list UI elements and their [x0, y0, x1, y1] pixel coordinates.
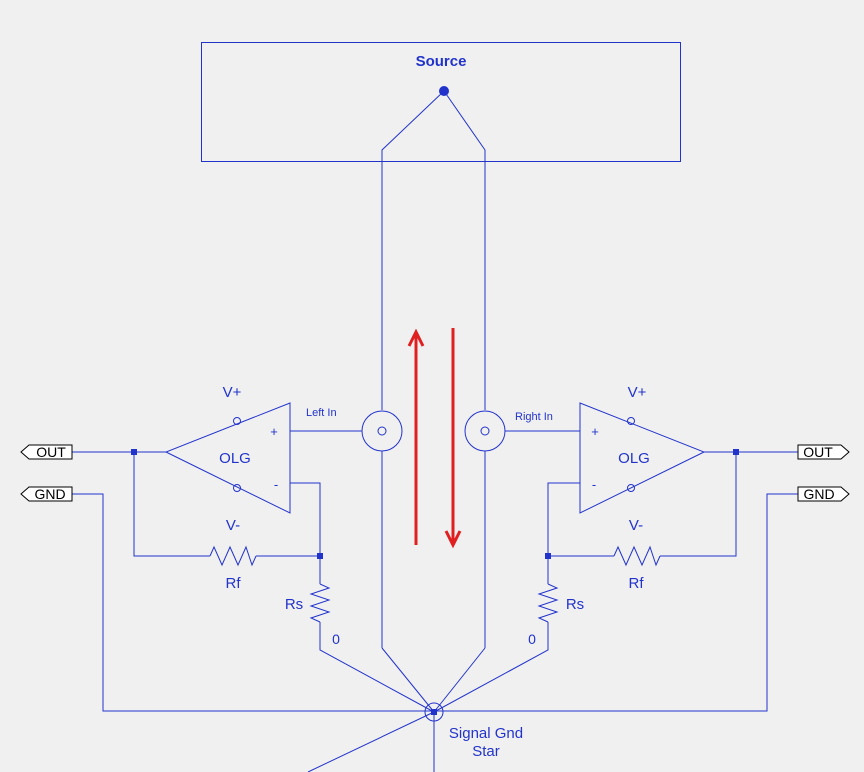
- current-arrow-down: [444, 328, 462, 549]
- source-right-lead: [443, 90, 486, 410]
- right-output-node: [733, 449, 739, 455]
- right-feedback-node: [545, 553, 551, 559]
- left-gnd-port-label: GND: [34, 486, 65, 502]
- right-out-port-label: OUT: [803, 444, 833, 460]
- left-ground-node-label: 0: [332, 631, 340, 647]
- left-vplus-pin: [233, 417, 241, 425]
- right-opamp[interactable]: OLG + -: [579, 402, 706, 514]
- right-out-port[interactable]: OUT: [797, 444, 850, 460]
- left-out-port[interactable]: OUT: [20, 444, 73, 460]
- source-block[interactable]: Source: [201, 42, 681, 411]
- right-opamp-minus: -: [592, 477, 596, 492]
- left-opamp[interactable]: OLG + -: [164, 402, 291, 514]
- right-rs-label: Rs: [566, 596, 584, 613]
- left-opamp-body: [164, 402, 291, 514]
- right-opamp-label: OLG: [618, 450, 650, 467]
- left-rf-resistor[interactable]: [209, 545, 257, 567]
- right-rs-resistor[interactable]: [537, 583, 559, 623]
- left-gnd-port[interactable]: GND: [20, 486, 73, 502]
- right-opamp-plus: +: [591, 424, 599, 439]
- star-label-line2: Star: [472, 743, 500, 760]
- source-left-lead: [381, 90, 445, 410]
- left-opamp-label: OLG: [219, 450, 251, 467]
- left-rs-resistor[interactable]: [309, 583, 331, 623]
- left-out-port-label: OUT: [36, 444, 66, 460]
- left-in-label: Left In: [306, 407, 337, 419]
- right-wiring: [433, 430, 798, 713]
- right-rf-label: Rf: [629, 575, 645, 592]
- left-vminus-pin: [233, 484, 241, 492]
- right-in-label: Right In: [515, 411, 553, 423]
- source-label: Source: [416, 53, 467, 70]
- star-label-line1: Signal Gnd: [449, 725, 523, 742]
- source-box: [201, 42, 681, 162]
- left-opamp-plus: +: [270, 424, 278, 439]
- left-wiring: [72, 430, 435, 713]
- left-vplus-label: V+: [223, 384, 242, 401]
- right-gnd-port[interactable]: GND: [797, 486, 850, 502]
- left-rf-label: Rf: [226, 575, 242, 592]
- left-rs-label: Rs: [285, 596, 303, 613]
- right-vplus-label: V+: [628, 384, 647, 401]
- signal-ground-star[interactable]: [307, 702, 444, 772]
- right-opamp-body: [579, 402, 706, 514]
- left-output-node: [131, 449, 137, 455]
- right-rf-resistor[interactable]: [613, 545, 661, 567]
- right-ground-node-label: 0: [528, 631, 536, 647]
- right-vminus-label: V-: [629, 517, 643, 534]
- right-vplus-pin: [627, 417, 635, 425]
- left-feedback-node: [317, 553, 323, 559]
- left-vminus-label: V-: [226, 517, 240, 534]
- right-vminus-pin: [627, 484, 635, 492]
- left-opamp-minus: -: [274, 477, 278, 492]
- current-arrow-up: [407, 328, 425, 545]
- right-gnd-port-label: GND: [803, 486, 834, 502]
